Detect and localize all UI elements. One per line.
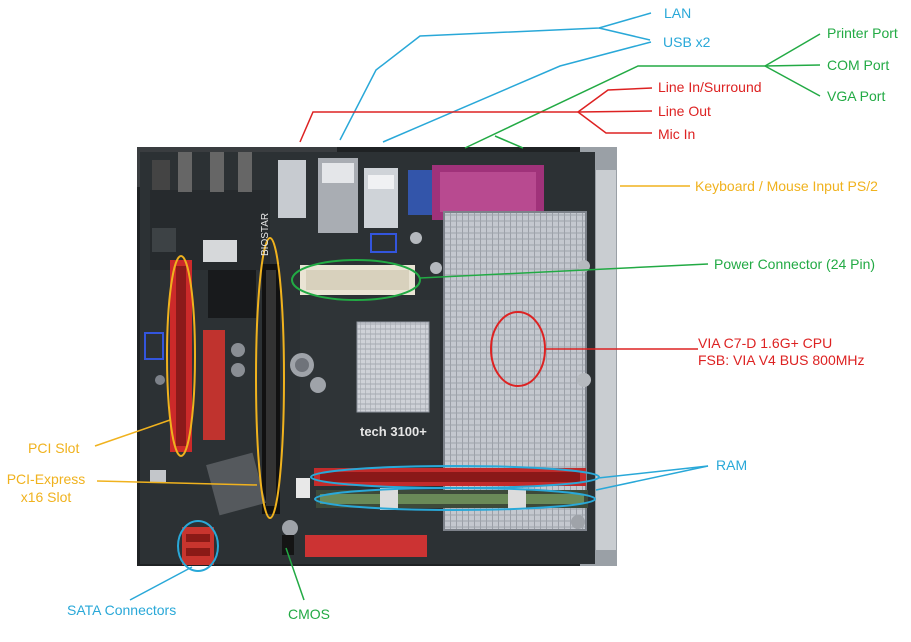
highlight-box-audio-header — [370, 233, 397, 253]
label-keyboard-mouse: Keyboard / Mouse Input PS/2 — [695, 178, 878, 194]
port-group-callout — [464, 65, 765, 149]
sata-callout — [129, 566, 193, 601]
ps2-port — [278, 160, 306, 218]
label-printer-port: Printer Port — [827, 25, 898, 41]
highlight-box-side-header — [144, 332, 164, 360]
label-fsb: FSB: VIA V4 BUS 800MHz — [698, 352, 865, 368]
audio-group-callout — [299, 111, 578, 143]
label-pcie-line2: x16 Slot — [20, 489, 72, 505]
label-vga-port: VGA Port — [827, 88, 886, 104]
cmos-jumper — [282, 535, 294, 555]
sata-ports — [182, 527, 214, 565]
label-cpu: VIA C7-D 1.6G+ CPU — [698, 335, 833, 351]
pcie-callout — [96, 480, 258, 486]
label-pci-slot: PCI Slot — [28, 440, 80, 456]
ram-callout-2 — [595, 465, 709, 491]
io-chip — [208, 270, 256, 318]
label-line-in: Line In/Surround — [658, 79, 762, 95]
pci-callout — [94, 419, 171, 447]
label-power-connector: Power Connector (24 Pin) — [714, 256, 876, 272]
usb-callout — [598, 27, 651, 41]
cmos-callout — [285, 547, 305, 601]
brand-text: BIOSTAR — [260, 213, 271, 256]
com-callout — [764, 64, 821, 67]
vga-callout — [764, 65, 821, 97]
pci-outline — [166, 255, 196, 457]
ide-connector — [203, 330, 225, 440]
model-text: tech 3100+ — [360, 424, 427, 439]
pcie-outline — [255, 237, 285, 519]
line-in-callout — [577, 87, 653, 113]
mic-in-callout — [577, 111, 652, 134]
ram-callout-1 — [597, 465, 709, 479]
ram-outline-2 — [314, 487, 596, 511]
label-pcie-line1: PCI-Express — [6, 471, 86, 487]
label-ram: RAM — [716, 457, 748, 473]
label-line-out: Line Out — [658, 103, 711, 119]
usb-callout-2 — [382, 41, 652, 143]
floppy-connector — [305, 535, 427, 557]
line-out-callout — [577, 110, 653, 113]
power-outline — [291, 259, 421, 301]
chipset-heatsink — [357, 322, 429, 412]
lan-callout — [339, 12, 652, 141]
sata-outline — [177, 520, 219, 572]
label-lan: LAN — [664, 5, 692, 21]
label-cmos: CMOS — [288, 606, 330, 622]
printer-callout — [764, 33, 821, 67]
label-mic-in: Mic In — [658, 126, 696, 142]
vga-connector — [408, 170, 432, 215]
label-sata: SATA Connectors — [67, 602, 177, 618]
label-usb: USB x2 — [663, 34, 711, 50]
power-callout — [419, 263, 709, 279]
label-com-port: COM Port — [827, 57, 890, 73]
